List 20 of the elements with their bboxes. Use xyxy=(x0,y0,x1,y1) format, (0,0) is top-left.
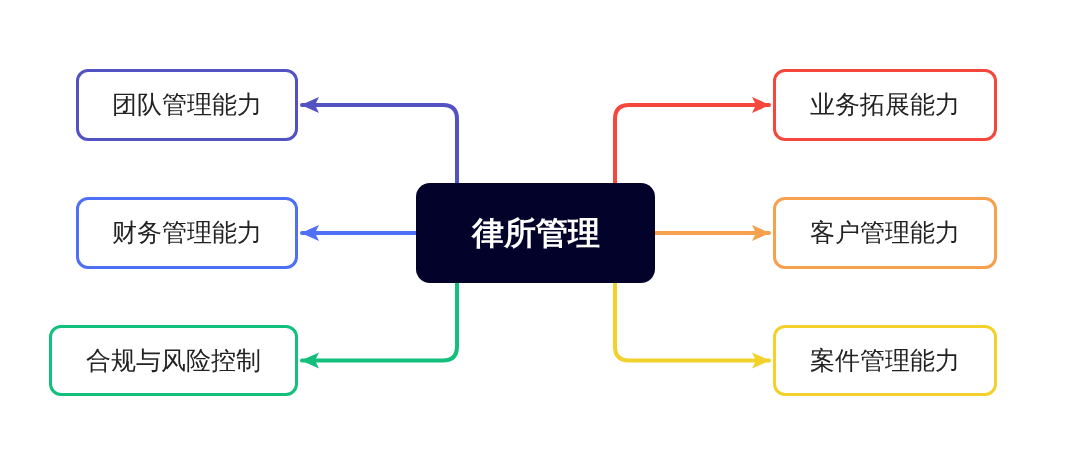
arrow xyxy=(653,225,771,241)
topic-text: 业务拓展能力 xyxy=(810,90,960,120)
topic-text: 律所管理 xyxy=(471,213,600,253)
topic-text: 财务管理能力 xyxy=(112,218,262,248)
arrow xyxy=(300,225,418,241)
topic-box xyxy=(773,197,997,269)
topic-box xyxy=(773,325,997,396)
arrow xyxy=(613,97,771,185)
topic-text: 案件管理能力 xyxy=(810,345,960,376)
topic-text: 合规与风险控制 xyxy=(86,345,261,376)
topic-text: 团队管理能力 xyxy=(112,90,262,120)
topic-box xyxy=(49,325,298,396)
topic-text: 客户管理能力 xyxy=(810,218,960,248)
topic-box xyxy=(773,69,997,141)
arrow xyxy=(613,281,771,369)
topic-box xyxy=(76,197,298,269)
topic-box xyxy=(76,69,298,141)
arrow xyxy=(300,281,459,369)
central-topic-box xyxy=(416,183,655,283)
arrow xyxy=(300,97,459,185)
